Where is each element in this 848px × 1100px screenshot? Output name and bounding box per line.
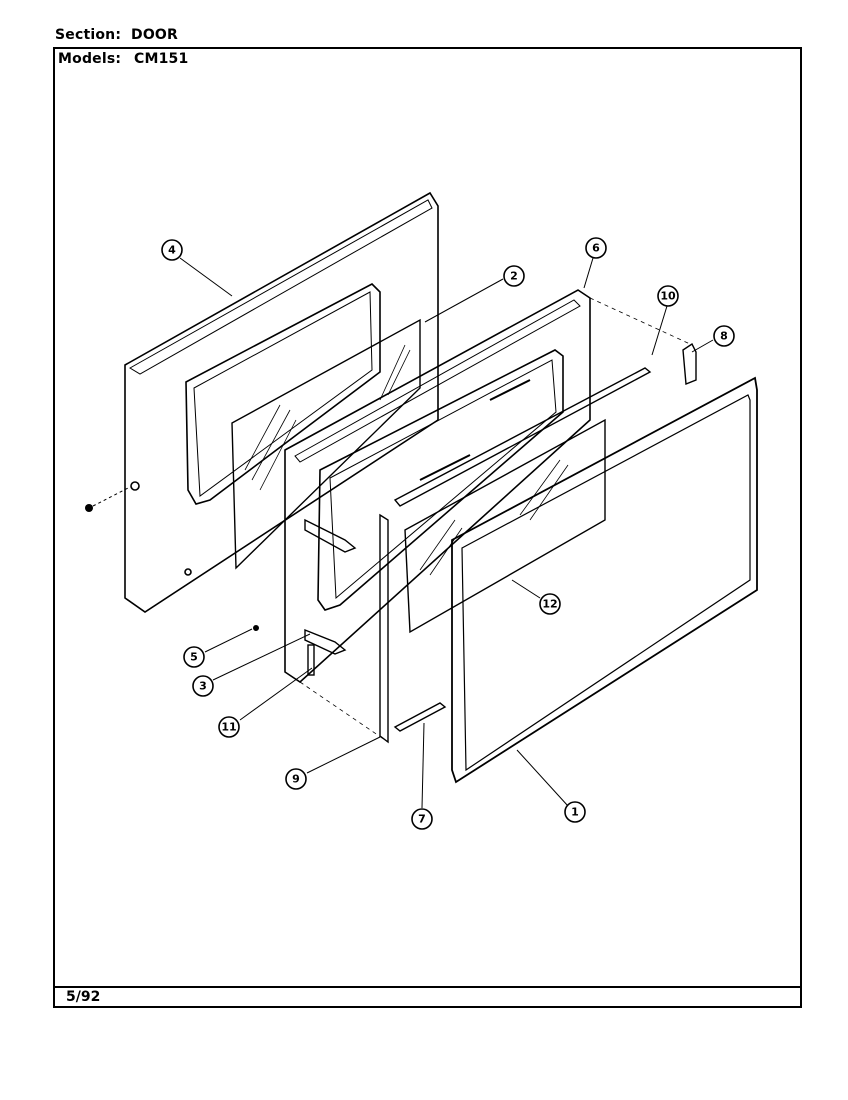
exploded-guides bbox=[299, 297, 691, 741]
part-inner-glass bbox=[231, 318, 421, 570]
svg-text:1: 1 bbox=[571, 806, 579, 819]
section-label: Section: bbox=[55, 27, 122, 43]
footer-date: 5/92 bbox=[66, 989, 101, 1005]
callout-6: 6 bbox=[585, 237, 607, 259]
callout-4: 4 bbox=[161, 239, 183, 261]
part-inner-door-liner bbox=[284, 289, 591, 684]
svg-text:11: 11 bbox=[221, 721, 236, 734]
svg-text:4: 4 bbox=[168, 244, 176, 257]
callout-1: 1 bbox=[564, 801, 586, 823]
svg-text:5: 5 bbox=[190, 651, 198, 664]
callout-10: 10 bbox=[657, 285, 679, 307]
callout-8: 8 bbox=[713, 325, 735, 347]
callout-11: 11 bbox=[218, 716, 240, 738]
callout-3: 3 bbox=[192, 675, 214, 697]
part-outer-door-panel bbox=[124, 191, 439, 613]
screw-left bbox=[85, 486, 259, 631]
callout-9: 9 bbox=[285, 768, 307, 790]
svg-text:9: 9 bbox=[292, 773, 300, 786]
section-value: DOOR bbox=[131, 27, 179, 43]
section-header: Section: DOOR bbox=[55, 27, 178, 43]
callout-7: 7 bbox=[411, 808, 433, 830]
callout-2: 2 bbox=[503, 265, 525, 287]
part-side-strip bbox=[379, 513, 389, 744]
part-rear-rail bbox=[682, 342, 697, 385]
part-horizontal-strips bbox=[393, 367, 652, 732]
models-header: Models: CM151 bbox=[58, 51, 188, 67]
diagram-frame bbox=[53, 47, 802, 1008]
callout-12: 12 bbox=[539, 593, 561, 615]
svg-text:8: 8 bbox=[720, 330, 728, 343]
models-value: CM151 bbox=[134, 51, 189, 67]
callout-5: 5 bbox=[183, 646, 205, 668]
svg-text:2: 2 bbox=[510, 270, 518, 283]
svg-text:7: 7 bbox=[418, 813, 426, 826]
part-window-glass bbox=[404, 418, 606, 634]
svg-text:3: 3 bbox=[199, 680, 207, 693]
part-door-frame bbox=[451, 376, 758, 784]
models-label: Models: bbox=[58, 51, 122, 67]
svg-text:10: 10 bbox=[660, 290, 676, 303]
footer-divider bbox=[53, 986, 802, 988]
part-hinges bbox=[304, 518, 357, 676]
svg-text:6: 6 bbox=[592, 242, 600, 255]
svg-text:12: 12 bbox=[542, 598, 557, 611]
leader-lines bbox=[179, 257, 714, 809]
